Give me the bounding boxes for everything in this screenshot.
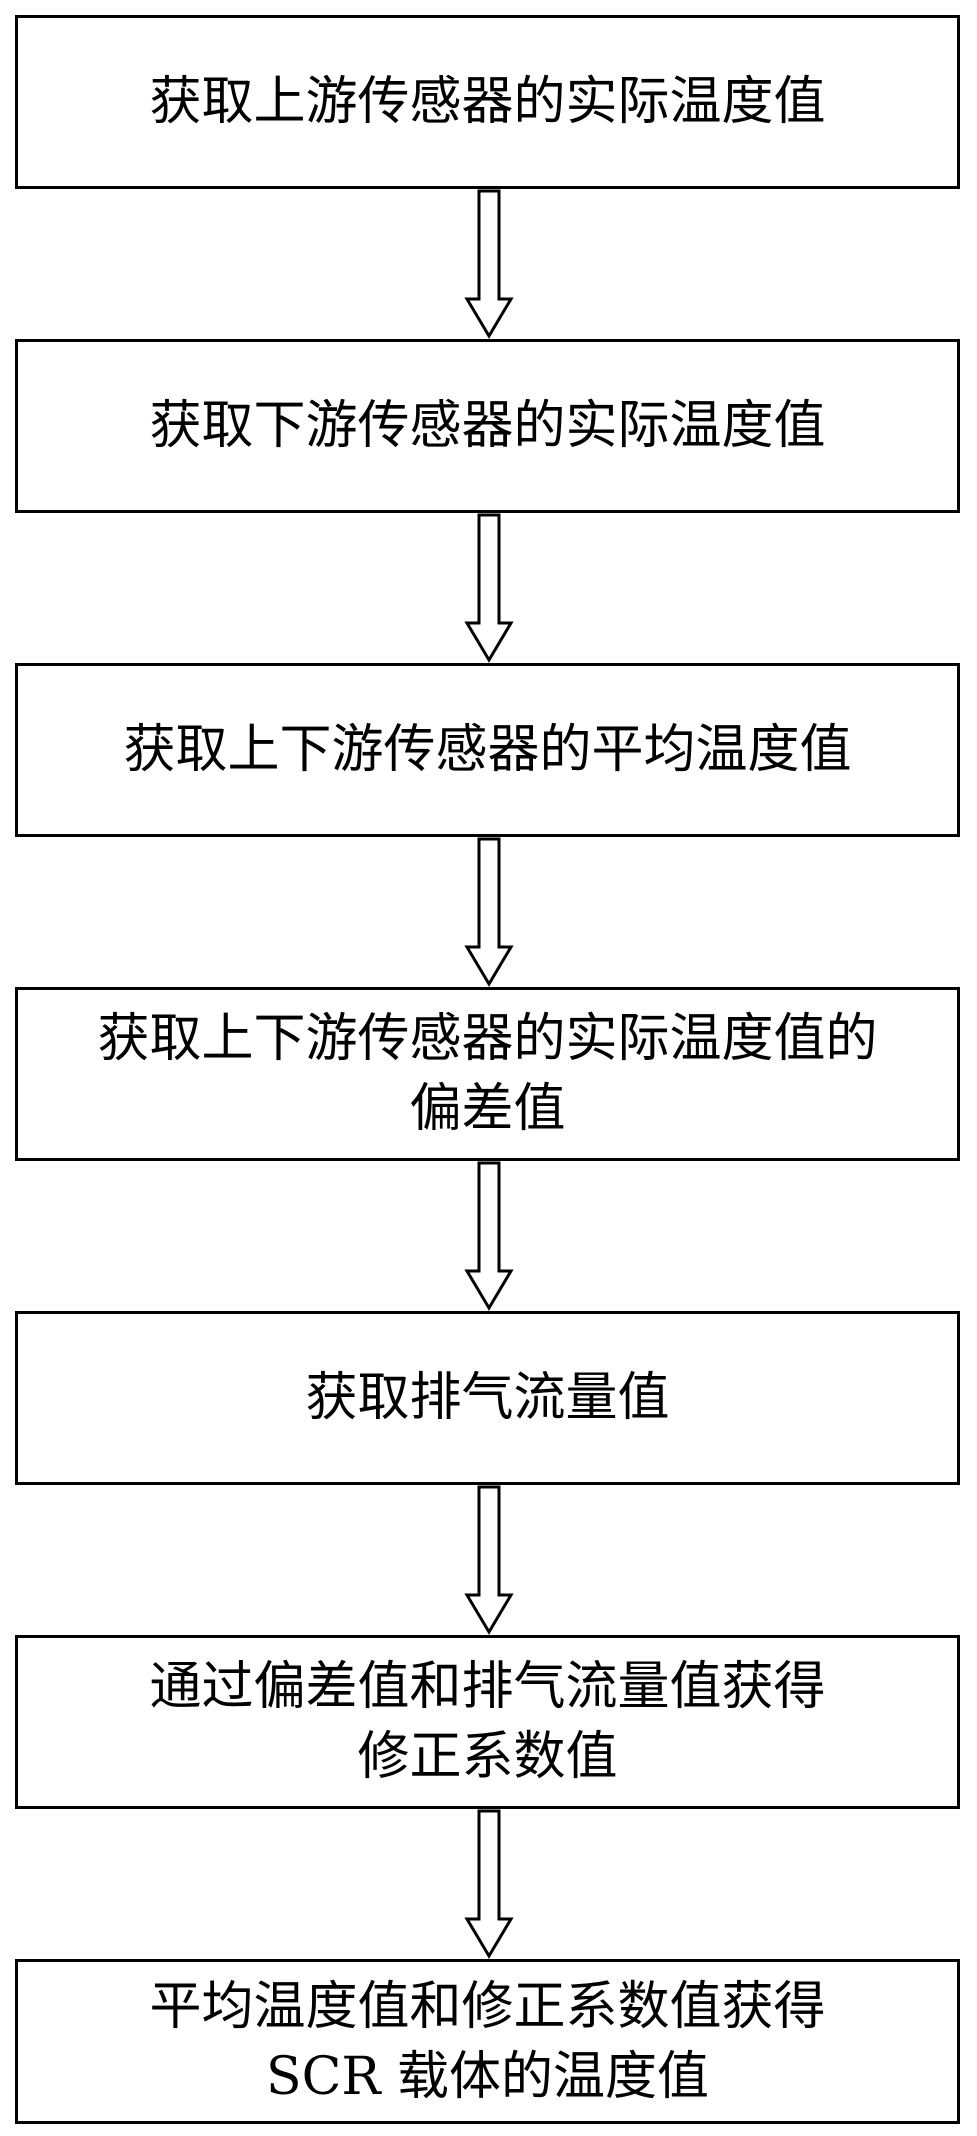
step-5-text: 获取排气流量值: [38, 1363, 938, 1433]
step-6-box: 通过偏差值和排气流量值获得 修正系数值: [15, 1635, 960, 1809]
step-3-box: 获取上下游传感器的平均温度值: [15, 663, 960, 837]
step-7-line-1: 平均温度值和修正系数值获得: [149, 1976, 826, 2037]
step-1-box: 获取上游传感器的实际温度值: [15, 15, 960, 189]
step-5-box: 获取排气流量值: [15, 1311, 960, 1485]
step-1-line-1: 获取上游传感器的实际温度值: [149, 72, 826, 132]
step-7-line-2: SCR 载体的温度值: [265, 2046, 710, 2107]
step-7-box: 平均温度值和修正系数值获得 SCR 载体的温度值: [15, 1959, 960, 2124]
step-4-line-2: 偏差值: [409, 1079, 566, 1139]
step-3-text: 获取上下游传感器的平均温度值: [38, 715, 938, 785]
step-6-text: 通过偏差值和排气流量值获得 修正系数值: [38, 1652, 938, 1792]
step-1-text: 获取上游传感器的实际温度值: [38, 67, 938, 137]
down-arrow-4: [464, 1161, 514, 1311]
step-4-box: 获取上下游传感器的实际温度值的 偏差值: [15, 987, 960, 1161]
down-arrow-5: [464, 1485, 514, 1635]
step-2-text: 获取下游传感器的实际温度值: [38, 391, 938, 461]
down-arrow-2: [464, 513, 514, 663]
step-4-line-1: 获取上下游传感器的实际温度值的: [97, 1009, 878, 1069]
step-7-text: 平均温度值和修正系数值获得 SCR 载体的温度值: [38, 1972, 938, 2112]
down-arrow-6: [464, 1809, 514, 1959]
down-arrow-1: [464, 189, 514, 339]
step-6-line-1: 通过偏差值和排气流量值获得: [149, 1657, 826, 1717]
step-5-line-1: 获取排气流量值: [305, 1368, 670, 1428]
step-2-line-1: 获取下游传感器的实际温度值: [149, 396, 826, 456]
step-4-text: 获取上下游传感器的实际温度值的 偏差值: [38, 1004, 938, 1144]
step-6-line-2: 修正系数值: [357, 1727, 618, 1787]
step-2-box: 获取下游传感器的实际温度值: [15, 339, 960, 513]
step-3-line-1: 获取上下游传感器的平均温度值: [123, 720, 852, 780]
down-arrow-3: [464, 837, 514, 987]
